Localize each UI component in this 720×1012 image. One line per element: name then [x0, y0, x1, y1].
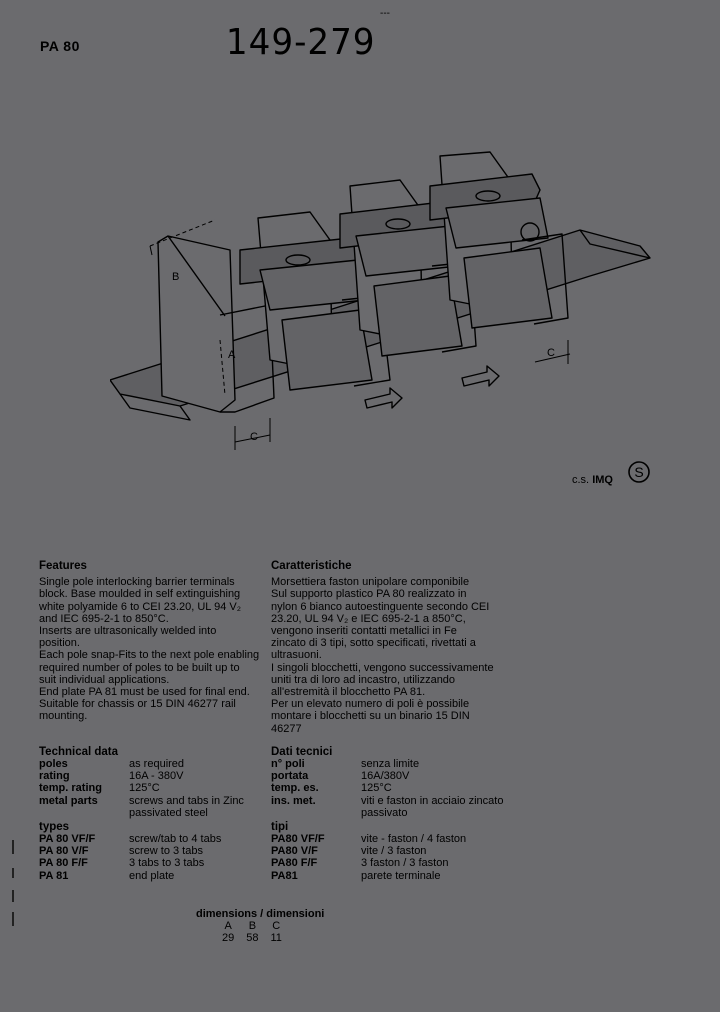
- handwritten-number: 149-279: [225, 22, 376, 63]
- dimensions-table: dimensions / dimensioni A B C 29 58 11: [196, 908, 324, 944]
- caratteristiche-title: Caratteristiche: [271, 560, 352, 572]
- dimension-label-c-right: C: [547, 347, 555, 359]
- dimension-label-a: A: [228, 349, 236, 361]
- italian-features: Caratteristiche Morsettiera faston unipo…: [271, 560, 496, 735]
- dimensions-header-row: A B C: [224, 920, 281, 932]
- terminal-module-3: [429, 151, 569, 329]
- dimension-lines: [149, 219, 571, 450]
- features-text: Single pole interlocking barrier termina…: [39, 576, 260, 723]
- scan-edge-mark: [12, 840, 14, 854]
- terminal-module-2: [339, 179, 477, 357]
- technical-title: Technical data: [39, 746, 119, 758]
- caratteristiche-text: Morsettiera faston unipolare componibile…: [271, 576, 494, 735]
- spec-row: temp. es.125°C: [271, 782, 392, 795]
- english-features: Features Single pole interlocking barrie…: [39, 560, 264, 723]
- end-plate: [157, 235, 275, 413]
- features-title: Features: [39, 560, 87, 572]
- scan-edge-mark: [12, 890, 14, 902]
- s-approval-icon: S: [628, 461, 650, 483]
- terminal-block-drawing: B A C C: [110, 151, 651, 450]
- types-title: types: [39, 821, 70, 834]
- terminal-module-1: [239, 211, 391, 391]
- svg-text:S: S: [634, 464, 643, 480]
- tipi-title: tipi: [271, 821, 289, 834]
- dimension-label-c-left: C: [250, 431, 258, 443]
- spec-row: passivated steel: [129, 806, 208, 819]
- spec-row: ins. met.viti e faston in acciaio zincat…: [271, 794, 504, 807]
- model-title: PA 80: [40, 38, 80, 54]
- dimensions-value-row: 29 58 11: [222, 932, 282, 944]
- dimensions-title: dimensions / dimensioni: [196, 908, 325, 920]
- certification-label: c.s. IMQ: [572, 474, 613, 486]
- certification-prefix: c.s.: [572, 474, 590, 486]
- dati-tecnici-title: Dati tecnici: [271, 746, 333, 758]
- scan-edge-mark: [12, 868, 14, 878]
- top-mark: ---: [380, 8, 390, 19]
- certification-mark: IMQ: [592, 474, 613, 486]
- spec-row: passivato: [361, 806, 408, 819]
- scan-edge-mark: [12, 912, 14, 926]
- arrow-right-2-icon: [461, 365, 500, 387]
- dimension-label-b: B: [172, 271, 179, 283]
- arrow-right-1-icon: [364, 387, 403, 409]
